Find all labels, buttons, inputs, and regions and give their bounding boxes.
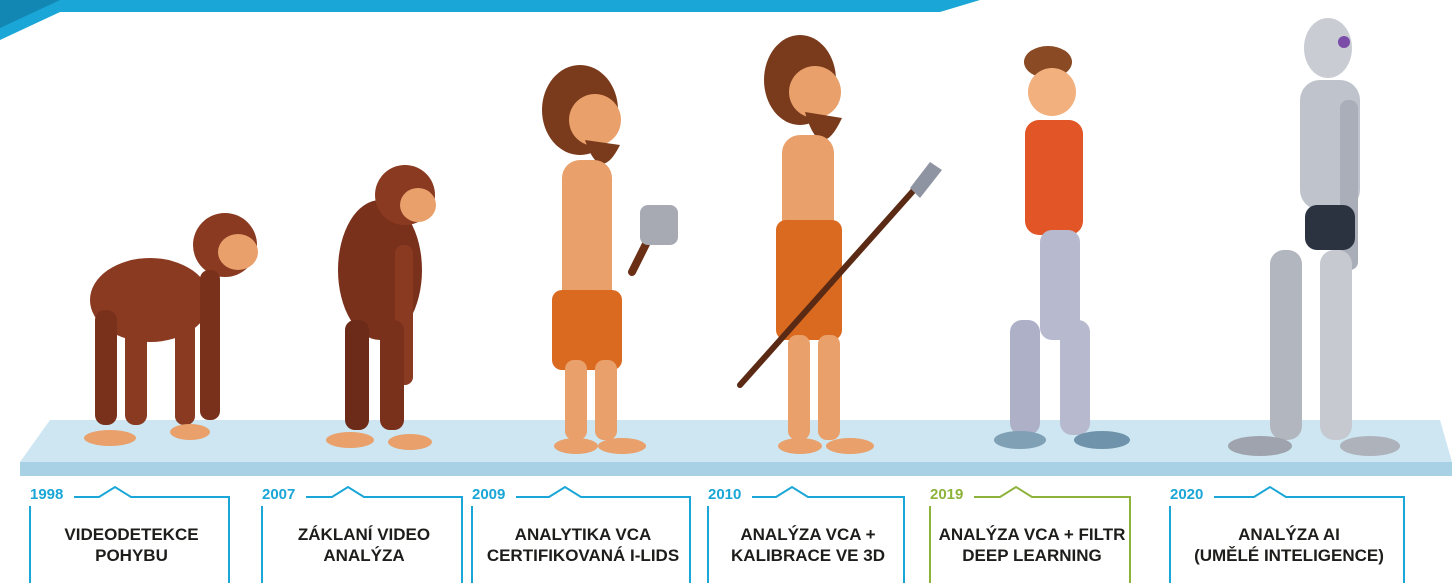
milestone-year: 2020 xyxy=(1170,486,1204,503)
milestone-year: 2019 xyxy=(930,486,964,503)
milestone-label: VIDEODETEKCE POHYBU xyxy=(64,525,199,565)
milestone-card-frame xyxy=(1169,485,1405,583)
card-border xyxy=(29,485,230,583)
milestone-year: 2007 xyxy=(262,486,296,503)
milestone-label: ZÁKLANÍ VIDEO ANALÝZA xyxy=(297,525,431,565)
milestone-label: ANALÝZA VCA + FILTR DEEP LEARNING xyxy=(938,525,1126,565)
evolution-platform xyxy=(20,420,1452,476)
card-border xyxy=(707,485,905,583)
caveman-spear-figure xyxy=(737,35,942,454)
card-border xyxy=(1169,485,1405,583)
milestone-card-frame xyxy=(29,485,230,583)
milestone-label: ANALYTIKA VCA CERTIFIKOVANÁ I-LIDS xyxy=(486,525,680,565)
crouching-ape-figure xyxy=(84,213,258,446)
modern-man-figure xyxy=(994,46,1130,449)
milestone-year: 2009 xyxy=(472,486,506,503)
walking-ape-figure xyxy=(326,165,436,450)
milestone-card-frame xyxy=(471,485,691,583)
milestone-year: 1998 xyxy=(30,486,64,503)
milestone-card-frame xyxy=(261,485,463,583)
card-border xyxy=(261,485,463,583)
top-banner xyxy=(0,0,980,40)
card-border xyxy=(929,485,1131,583)
milestone-year: 2010 xyxy=(708,486,742,503)
milestone-card-frame xyxy=(929,485,1131,583)
milestone-label: ANALÝZA AI (UMĚLÉ INTELIGENCE) xyxy=(1194,525,1384,565)
evolution-illustration xyxy=(20,18,1452,476)
card-border xyxy=(471,485,691,583)
milestone-label: ANALÝZA VCA + KALIBRACE VE 3D xyxy=(731,525,885,565)
caveman-hammer-figure xyxy=(542,65,678,454)
humanoid-robot-figure xyxy=(1228,18,1400,456)
milestone-card-frame xyxy=(707,485,905,583)
